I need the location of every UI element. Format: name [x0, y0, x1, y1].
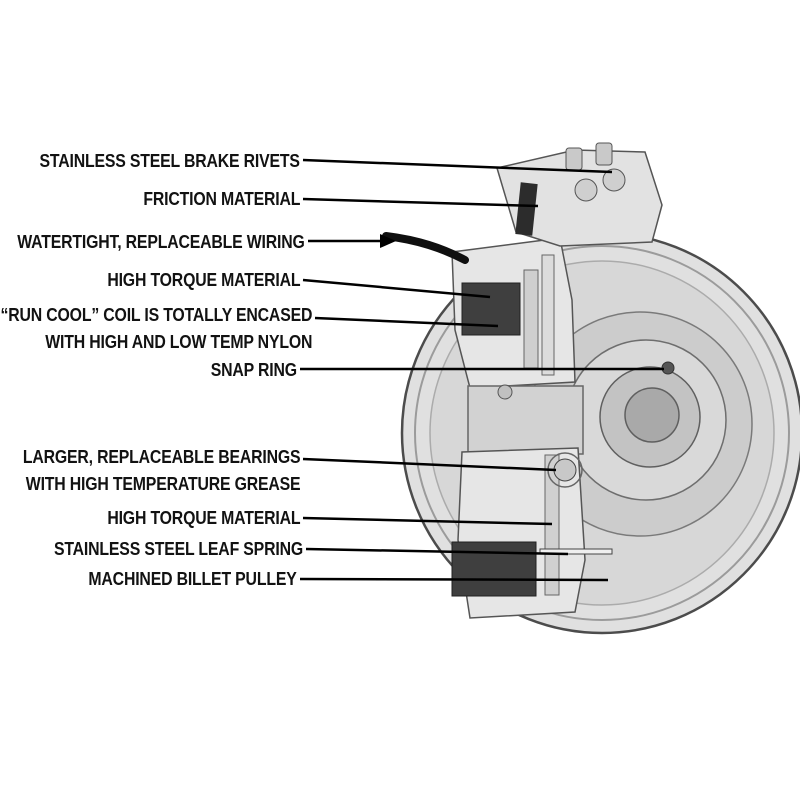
leader-billet-pulley — [299, 577, 609, 582]
callout-text: MACHINED BILLET PULLEY — [88, 569, 297, 589]
callout-text: WITH HIGH TEMPERATURE GREASE — [25, 474, 300, 494]
leader-run-cool-coil — [314, 316, 499, 328]
friction-material — [515, 182, 538, 236]
callout-run-cool-coil: “RUN COOL” COIL IS TOTALLY ENCASED WITH … — [0, 302, 312, 356]
run-cool-coil-lower — [451, 541, 537, 597]
pin-upper — [497, 384, 513, 400]
callout-high-torque-lower: HIGH TORQUE MATERIAL — [107, 505, 300, 532]
callout-high-torque-upper: HIGH TORQUE MATERIAL — [107, 267, 300, 294]
callout-bearings: LARGER, REPLACEABLE BEARINGS WITH HIGH T… — [22, 444, 300, 498]
leaf-spring — [539, 548, 613, 555]
callout-text: LARGER, REPLACEABLE BEARINGS — [22, 447, 300, 467]
brake-bracket — [496, 142, 663, 247]
bearing-ball — [553, 458, 577, 482]
callout-text: HIGH TORQUE MATERIAL — [106, 270, 300, 290]
high-torque-material-upper — [523, 269, 539, 369]
leader-leaf-spring — [305, 547, 569, 556]
callout-brake-rivets: STAINLESS STEEL BRAKE RIVETS — [40, 148, 300, 175]
leader-high-torque-upper — [302, 278, 491, 299]
callout-snap-ring: SNAP RING — [211, 357, 297, 384]
callout-text: FRICTION MATERIAL — [143, 189, 300, 209]
leader-brake-rivets — [302, 158, 613, 174]
brake-rivet — [574, 178, 598, 202]
brake-rivet-post — [565, 147, 583, 171]
callout-text: “RUN COOL” COIL IS TOTALLY ENCASED — [0, 305, 312, 325]
callout-text: HIGH TORQUE MATERIAL — [106, 508, 300, 528]
wiring — [382, 232, 469, 264]
leader-lines — [299, 158, 664, 582]
callout-wiring: WATERTIGHT, REPLACEABLE WIRING — [17, 229, 306, 256]
callout-leaf-spring: STAINLESS STEEL LEAF SPRING — [54, 536, 303, 563]
callout-text: STAINLESS STEEL LEAF SPRING — [53, 539, 303, 559]
callout-friction-material: FRICTION MATERIAL — [143, 186, 300, 213]
callout-text: WITH HIGH AND LOW TEMP NYLON — [45, 332, 312, 352]
brake-rivet — [602, 168, 626, 192]
run-cool-coil-upper — [461, 282, 521, 336]
callout-billet-pulley: MACHINED BILLET PULLEY — [89, 566, 297, 593]
callout-text: SNAP RING — [210, 360, 297, 380]
callout-text: STAINLESS STEEL BRAKE RIVETS — [39, 151, 300, 171]
leader-high-torque-lower — [302, 516, 553, 526]
upper-field-section — [451, 237, 576, 389]
callout-text: WATERTIGHT, REPLACEABLE WIRING — [17, 232, 306, 252]
brake-rivet-post — [595, 142, 613, 166]
leader-bearings — [302, 457, 557, 472]
wiring-arrowhead-icon — [380, 234, 396, 248]
leader-friction-material — [302, 197, 539, 208]
